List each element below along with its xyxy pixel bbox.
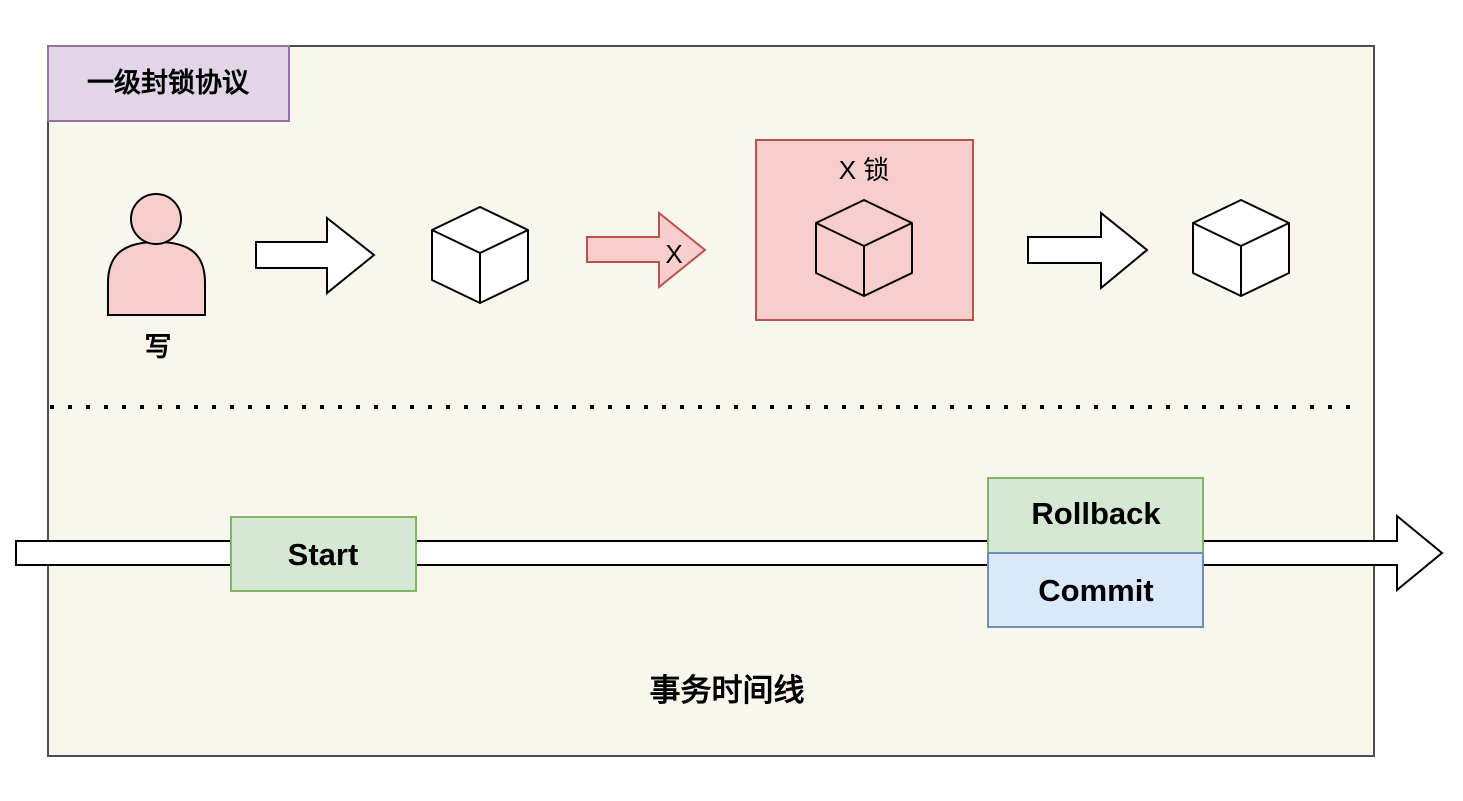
commit-box xyxy=(987,552,1204,628)
user-icon xyxy=(107,193,206,316)
actor-label: 写 xyxy=(145,332,172,362)
x-lock-label: X 锁 xyxy=(839,155,890,185)
data-cube-icon xyxy=(431,206,529,304)
lock-request-arrow xyxy=(586,210,707,290)
commit-label: Commit xyxy=(1038,573,1153,608)
diagram-title: 一级封锁协议 xyxy=(87,67,250,98)
lock-arrow-label: X xyxy=(665,239,682,269)
rollback-box xyxy=(987,477,1204,554)
protocol-panel xyxy=(47,45,1375,757)
flow-arrow-2 xyxy=(1027,210,1149,291)
flow-arrow-1 xyxy=(255,215,376,296)
result-cube-icon xyxy=(1192,199,1290,297)
start-box xyxy=(230,516,417,592)
start-label: Start xyxy=(288,537,359,572)
timeline-caption: 事务时间线 xyxy=(650,673,805,708)
title-box xyxy=(47,45,290,122)
locked-cube-icon xyxy=(815,199,913,297)
rollback-label: Rollback xyxy=(1031,496,1161,531)
